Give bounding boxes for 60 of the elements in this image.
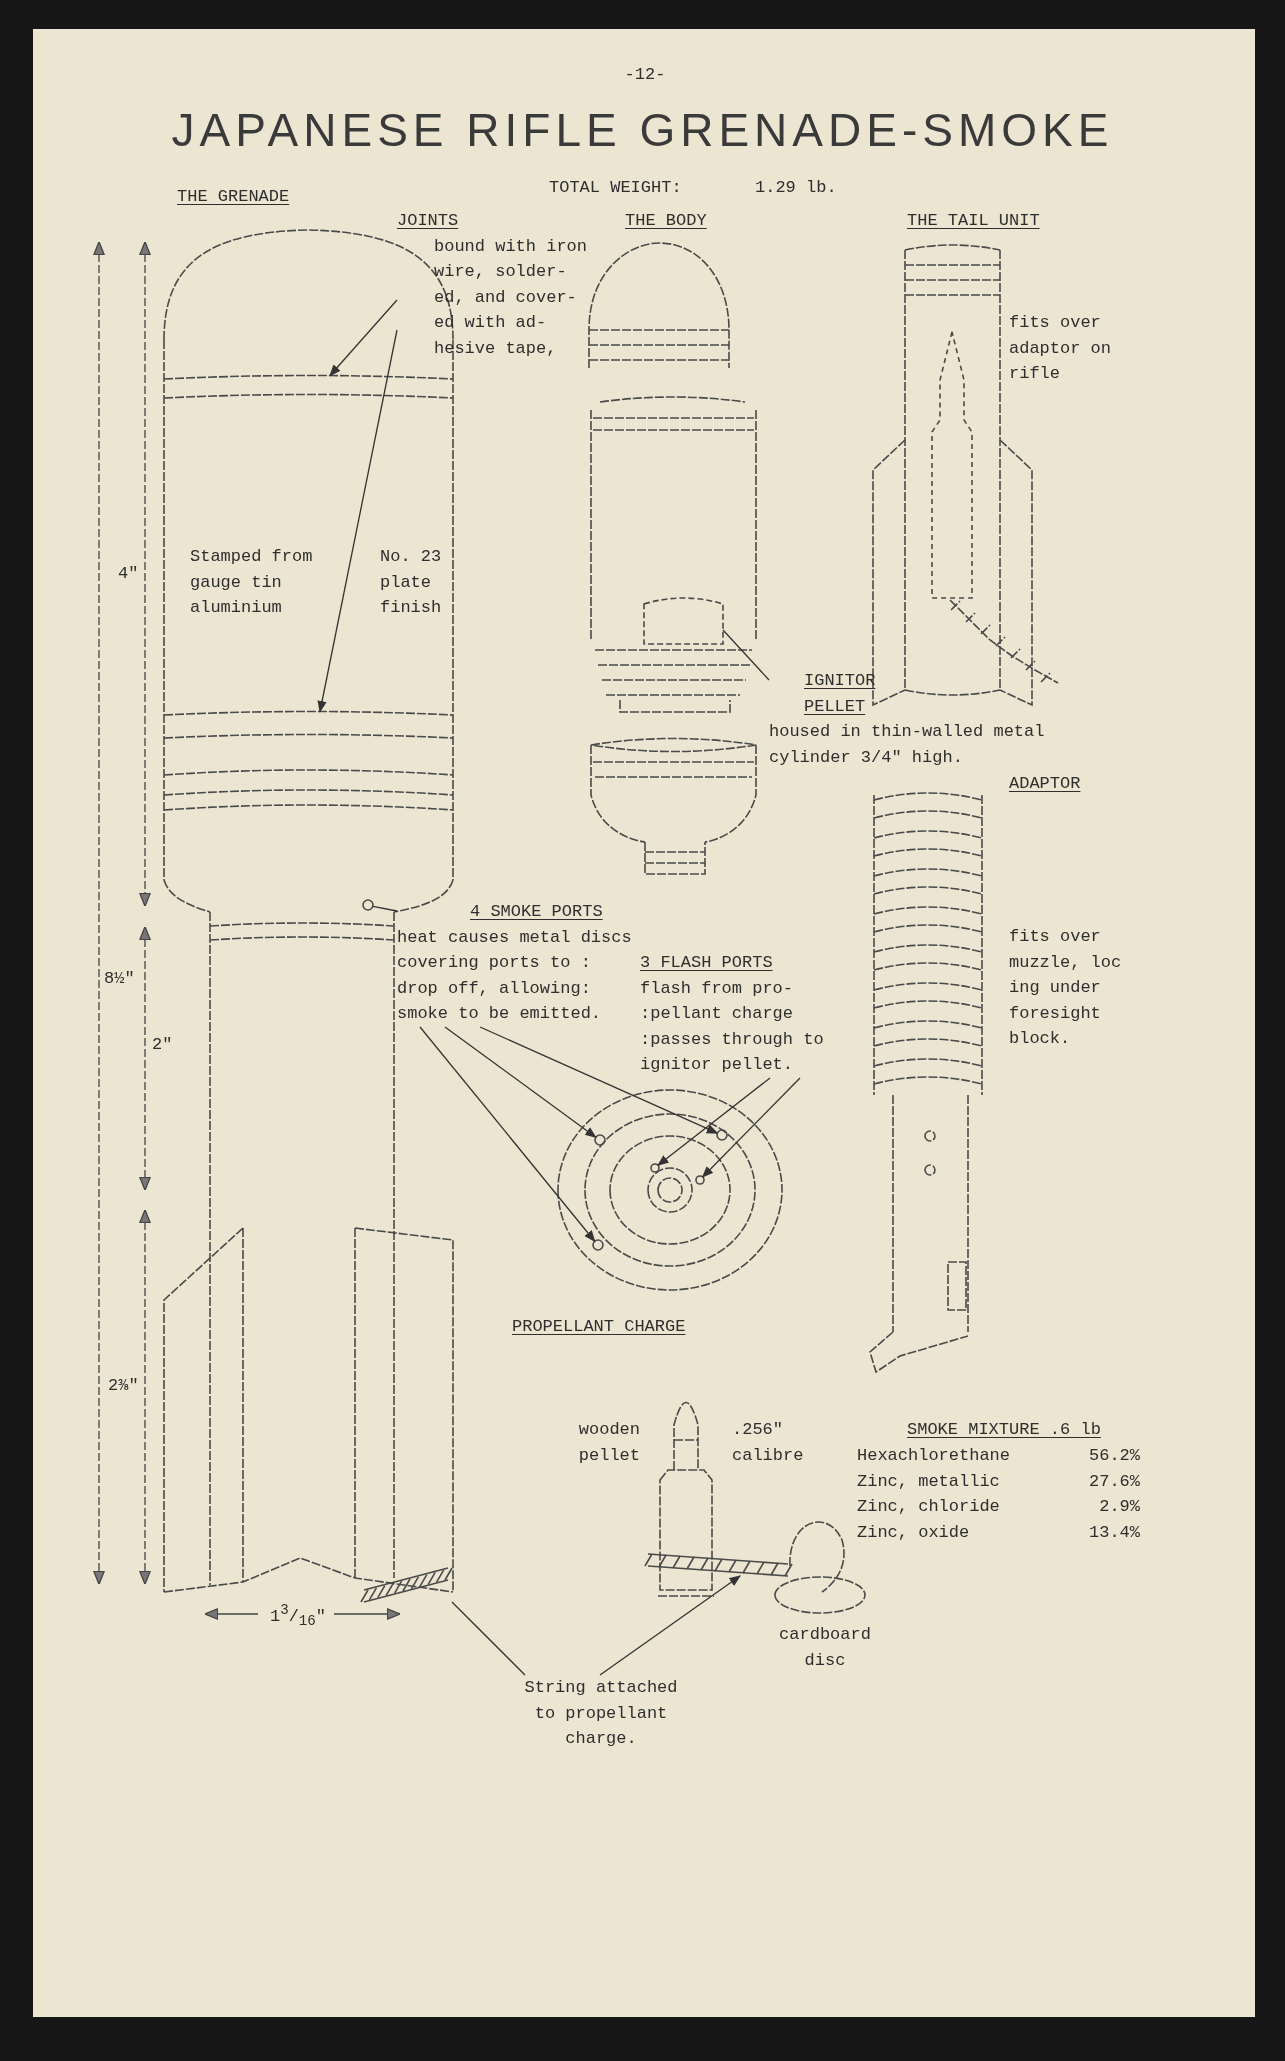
mixture-percent: 13.4% [1088,1522,1140,1544]
part-label: wooden pellet [577,1419,640,1467]
note-heading: 4 SMOKE PORTS [470,901,603,923]
note-text: bound with iron wire, solder- ed, and cover- ed with ad- hesive tape, [434,235,589,360]
note-text: String attached to propellant charge. [520,1675,682,1752]
dimension-label: 4" [118,563,139,585]
table-heading: SMOKE MIXTURE .6 lb [907,1419,1101,1441]
leader-line [419,1026,596,1243]
part-label: .256" calibre [732,1419,805,1467]
leader-line [329,299,398,377]
pellet-cylinder [643,597,724,645]
leader-line [599,1575,741,1676]
mixture-percent: 56.2% [1088,1445,1140,1467]
leader-line [722,629,770,681]
mixture-percent: 27.6% [1088,1471,1140,1493]
mixture-name: Hexachlorethane [857,1445,1011,1467]
mixture-name: Zinc, chloride [857,1496,1000,1518]
mixture-percent: 2.9% [1098,1496,1140,1518]
note-text: fits over muzzle, loc ing under foresight block. [1009,926,1123,1051]
port-hole [594,1134,606,1146]
mixture-name: Zinc, oxide [857,1522,970,1544]
leader-line [444,1026,597,1138]
leader-line [372,905,398,912]
weight-value: 1.29 lb. [755,177,837,199]
leader-line [317,329,398,713]
mixture-name: Zinc, metallic [857,1471,1000,1493]
note-text: Stamped from gauge tin aluminium [190,546,314,620]
section-heading: ADAPTOR [1009,773,1081,795]
section-heading: THE BODY [625,210,707,232]
port-hole [695,1175,705,1185]
leader-line [479,1026,719,1134]
note-text: housed in thin-walled metal cylinder 3/4" high. [769,721,1046,769]
note-text: flash from pro- :pellant charge :passes through to ignitor pellet. [640,977,825,1077]
weight-label: TOTAL WEIGHT: [549,177,682,199]
dimension-label: 2⅜" [108,1375,139,1397]
note-text: No. 23 plate finish [380,546,443,620]
joint-band [163,374,454,399]
note-text: fits over adaptor on rifle [1009,312,1113,386]
section-heading: THE TAIL UNIT [907,210,1040,232]
port-hole [650,1163,660,1173]
port-hole [362,899,374,911]
port-hole [716,1129,728,1141]
joint-band [163,710,454,739]
section-heading: THE GRENADE [177,186,290,208]
section-heading: PROPELLANT CHARGE [512,1316,686,1338]
note-heading: JOINTS [397,210,459,232]
string-drawing [360,1567,453,1603]
string-drawing [644,1553,793,1577]
note-heading: 3 FLASH PORTS [640,952,773,974]
part-label: cardboard disc [778,1624,872,1672]
leader-line [451,1601,526,1676]
note-heading: IGNITOR PELLET [804,670,877,718]
dimension-label: 2" [152,1034,173,1056]
leader-line [657,1077,771,1167]
page-number: -12- [623,64,667,86]
port-hole [592,1239,604,1251]
dimension-label: 8½" [104,968,135,990]
leader-line [701,1077,801,1178]
note-text: heat causes metal discs covering ports to : drop off, allowing: smoke to be emitted. [397,926,633,1026]
diagram-title: JAPANESE RIFLE GRENADE-SMOKE [170,103,1115,158]
